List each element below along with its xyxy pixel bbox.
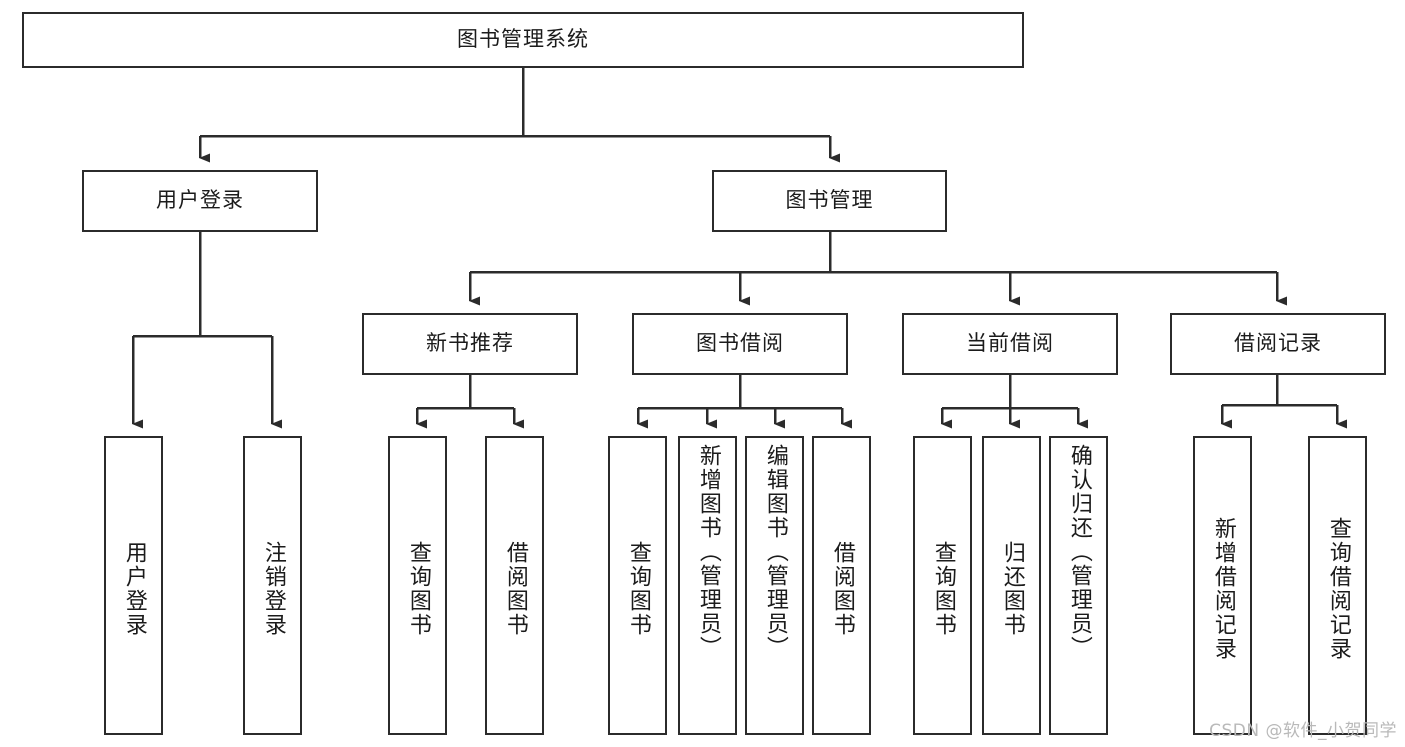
node-leaf-query-book-2[interactable]: 查询图书 [608, 436, 667, 735]
node-leaf-query-book-3[interactable]: 查询图书 [913, 436, 972, 735]
node-leaf-add-book[interactable]: 新增图书（管理员） [678, 436, 737, 735]
node-leaf-borrow-book-2-label: 借阅图书 [829, 540, 855, 637]
node-book-borrow-label: 图书借阅 [696, 331, 784, 356]
node-leaf-return-book[interactable]: 归还图书 [982, 436, 1041, 735]
node-root-label: 图书管理系统 [457, 27, 589, 52]
node-leaf-borrow-book-1[interactable]: 借阅图书 [485, 436, 544, 735]
node-new-book-recommend[interactable]: 新书推荐 [362, 313, 578, 375]
node-user-login-label: 用户登录 [156, 188, 244, 213]
node-leaf-query-record[interactable]: 查询借阅记录 [1308, 436, 1367, 735]
node-leaf-add-book-label: 新增图书（管理员） [695, 444, 721, 660]
node-leaf-user-login[interactable]: 用户登录 [104, 436, 163, 735]
node-leaf-query-record-label: 查询借阅记录 [1325, 516, 1351, 661]
node-leaf-borrow-book-1-label: 借阅图书 [502, 540, 528, 637]
node-user-login[interactable]: 用户登录 [82, 170, 318, 232]
node-leaf-query-book-1[interactable]: 查询图书 [388, 436, 447, 735]
node-leaf-query-book-1-label: 查询图书 [405, 540, 431, 637]
node-current-borrow-label: 当前借阅 [966, 331, 1054, 356]
node-current-borrow[interactable]: 当前借阅 [902, 313, 1118, 375]
node-leaf-query-book-3-label: 查询图书 [930, 540, 956, 637]
node-leaf-add-record[interactable]: 新增借阅记录 [1193, 436, 1252, 735]
node-leaf-logout-login-label: 注销登录 [260, 540, 286, 637]
node-leaf-query-book-2-label: 查询图书 [625, 540, 651, 637]
node-root[interactable]: 图书管理系统 [22, 12, 1024, 68]
node-borrow-record[interactable]: 借阅记录 [1170, 313, 1386, 375]
node-borrow-record-label: 借阅记录 [1234, 331, 1322, 356]
node-leaf-edit-book[interactable]: 编辑图书（管理员） [745, 436, 804, 735]
node-book-borrow[interactable]: 图书借阅 [632, 313, 848, 375]
node-book-manage-label: 图书管理 [785, 188, 874, 213]
node-leaf-edit-book-label: 编辑图书（管理员） [762, 444, 788, 660]
node-leaf-logout-login[interactable]: 注销登录 [243, 436, 302, 735]
node-new-book-recommend-label: 新书推荐 [426, 331, 514, 356]
node-leaf-confirm-return-label: 确认归还（管理员） [1066, 444, 1092, 660]
node-leaf-confirm-return[interactable]: 确认归还（管理员） [1049, 436, 1108, 735]
node-leaf-borrow-book-2[interactable]: 借阅图书 [812, 436, 871, 735]
node-leaf-add-record-label: 新增借阅记录 [1210, 516, 1236, 661]
node-book-manage[interactable]: 图书管理 [712, 170, 947, 232]
node-leaf-return-book-label: 归还图书 [999, 540, 1025, 637]
node-leaf-user-login-label: 用户登录 [121, 540, 147, 637]
